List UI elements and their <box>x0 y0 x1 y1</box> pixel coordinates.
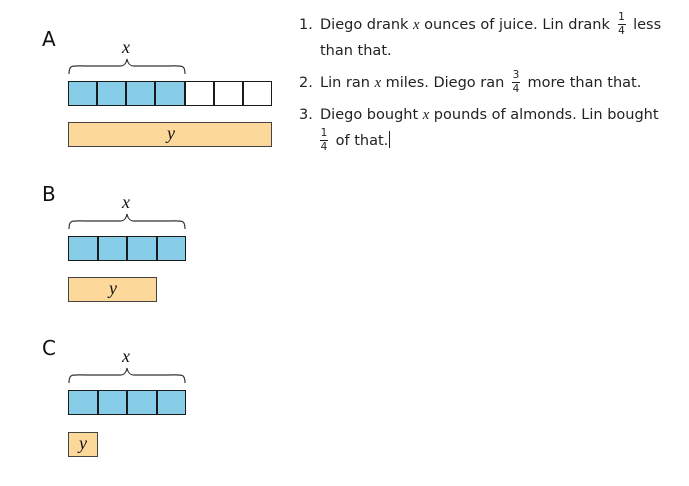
diagram-a-y-label: y <box>167 123 175 143</box>
fraction-numerator: 1 <box>618 10 625 23</box>
diagram-a-brace <box>68 58 186 75</box>
diagram-b-x-cell <box>157 237 185 260</box>
diagram-c-label: C <box>42 336 56 360</box>
diagram-a-x-cell <box>98 82 128 105</box>
diagram-a-x-label: x <box>122 37 130 57</box>
diagram-b-x-cell <box>69 237 99 260</box>
diagram-b-y-bar: y <box>68 277 157 302</box>
diagram-a-x-cell <box>185 82 215 105</box>
diagram-a-x-cell <box>69 82 99 105</box>
question-text: ounces of juice. Lin drank <box>419 17 615 33</box>
diagram-b-y-label: y <box>109 278 117 298</box>
question-variable: x <box>422 107 430 123</box>
diagram-a-x-cell <box>214 82 244 105</box>
question-item: 1. Diego drank x ounces of juice. Lin dr… <box>299 10 679 64</box>
diagram-c-x-bar <box>68 390 186 415</box>
question-text: miles. Diego ran <box>381 75 509 91</box>
question-number: 3. <box>299 107 313 123</box>
question-text: Diego drank <box>320 17 414 33</box>
question-text: less <box>628 17 662 33</box>
fraction-numerator: 1 <box>320 126 328 139</box>
question-text: Diego bought <box>320 107 423 123</box>
question-number: 1. <box>299 17 313 33</box>
diagram-a-y-bar: y <box>68 122 272 147</box>
fraction-numerator: 3 <box>512 68 520 81</box>
question-list: 1. Diego drank x ounces of juice. Lin dr… <box>299 10 679 154</box>
diagram-b-brace <box>68 213 186 230</box>
fraction-denominator: 4 <box>320 140 328 153</box>
question-number: 2. <box>299 75 313 91</box>
diagram-c-x-cell <box>98 391 128 414</box>
diagram-c-x-label: x <box>122 346 130 366</box>
diagram-b-x-bar <box>68 236 186 261</box>
fraction-denominator: 4 <box>512 82 520 95</box>
diagram-b-x-cell <box>128 237 158 260</box>
diagram-c-brace <box>68 367 186 384</box>
text-cursor <box>389 131 391 148</box>
question-variable: x <box>413 17 420 33</box>
question-text: of that. <box>331 133 389 149</box>
diagram-a-label: A <box>42 27 56 51</box>
diagram-b-x-label: x <box>122 192 130 212</box>
diagram-c-y-label: y <box>79 433 87 453</box>
question-variable: x <box>374 75 381 91</box>
diagram-b-label: B <box>42 182 56 206</box>
question-text: Lin ran <box>320 75 375 91</box>
question-item[interactable]: 3. Diego bought x pounds of almonds. Lin… <box>299 102 679 154</box>
question-text: pounds of almonds. Lin bought <box>429 107 659 123</box>
diagram-c-y-bar: y <box>68 432 98 457</box>
diagram-c-x-cell <box>128 391 158 414</box>
diagram-c-x-cell <box>157 391 185 414</box>
question-text: more than that. <box>522 75 642 91</box>
diagram-a-x-cell <box>156 82 186 105</box>
question-text: than that. <box>320 43 392 59</box>
diagram-b-x-cell <box>98 237 128 260</box>
diagram-a-x-cell <box>127 82 157 105</box>
fraction-denominator: 4 <box>618 24 625 37</box>
diagram-c-x-cell <box>69 391 99 414</box>
diagram-a-x-cell <box>243 82 271 105</box>
diagram-a-x-bar <box>68 81 272 106</box>
